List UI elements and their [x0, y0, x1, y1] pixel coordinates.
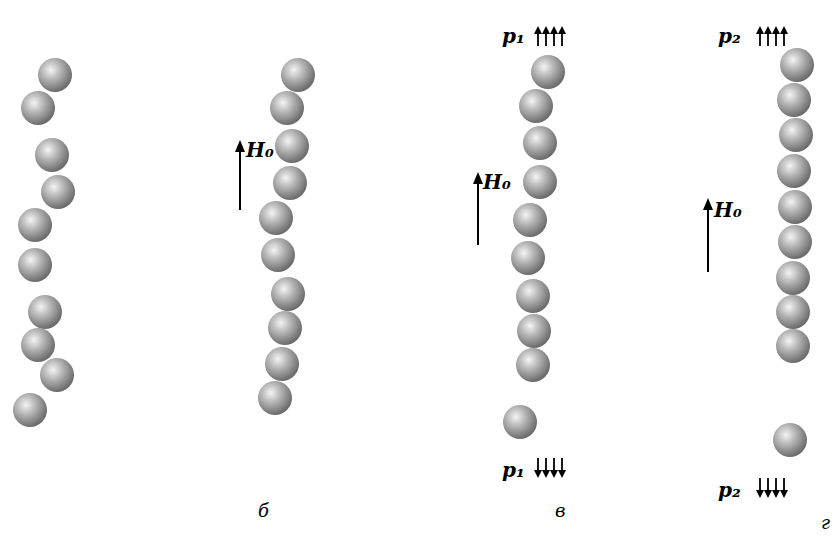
particles [13, 48, 814, 457]
panel-letter: б [258, 502, 269, 520]
field-label: H₀ [714, 200, 742, 220]
panel-letter: г [821, 514, 830, 532]
pressure-arrows [534, 26, 788, 498]
pressure-label: p₁ [502, 460, 525, 480]
pressure-label: p₁ [502, 26, 525, 46]
field-arrows [235, 140, 713, 272]
pressure-label: p₂ [718, 480, 741, 500]
field-label: H₀ [246, 140, 274, 160]
panel-letter: в [555, 502, 565, 520]
field-label: H₀ [483, 172, 511, 192]
pressure-label: p₂ [718, 26, 741, 46]
